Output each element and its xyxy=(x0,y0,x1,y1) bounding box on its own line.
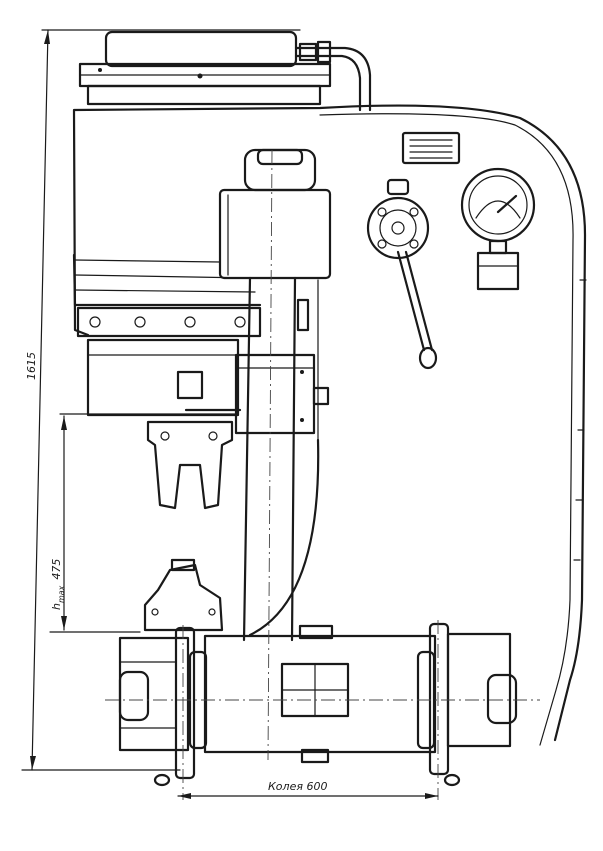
nameplate xyxy=(403,133,459,163)
total-height-label: 1615 xyxy=(25,352,38,380)
hmax-value: 475 xyxy=(50,559,63,580)
hmax-symbol: h xyxy=(50,603,63,610)
column-clamp xyxy=(236,355,328,433)
vertical-column xyxy=(244,278,318,640)
track-gauge-label: Колея 600 xyxy=(268,780,327,793)
top-cylinder-cap xyxy=(80,32,330,104)
total-height-dimension: 1615 xyxy=(22,30,300,770)
left-wheel xyxy=(120,628,206,785)
right-wheel xyxy=(418,624,516,785)
control-valve-icon xyxy=(368,180,428,258)
frame-inner-edge xyxy=(320,114,573,745)
track-gauge-dimension: Колея 600 xyxy=(178,780,438,799)
base-body xyxy=(205,626,435,762)
hydraulic-pipe xyxy=(296,42,370,110)
valve-lever-icon xyxy=(398,252,436,368)
pressure-gauge-icon xyxy=(462,169,534,289)
hmax-dimension: hmax 475 xyxy=(50,414,235,632)
left-axle-cap xyxy=(120,672,148,720)
rod-housing xyxy=(220,150,330,278)
main-cylinder xyxy=(74,255,260,336)
upper-tool xyxy=(148,422,232,508)
vertical-centerline xyxy=(268,150,272,760)
hmax-subscript: max xyxy=(57,585,66,603)
lower-head-block xyxy=(88,340,240,415)
lower-tool xyxy=(145,560,222,630)
